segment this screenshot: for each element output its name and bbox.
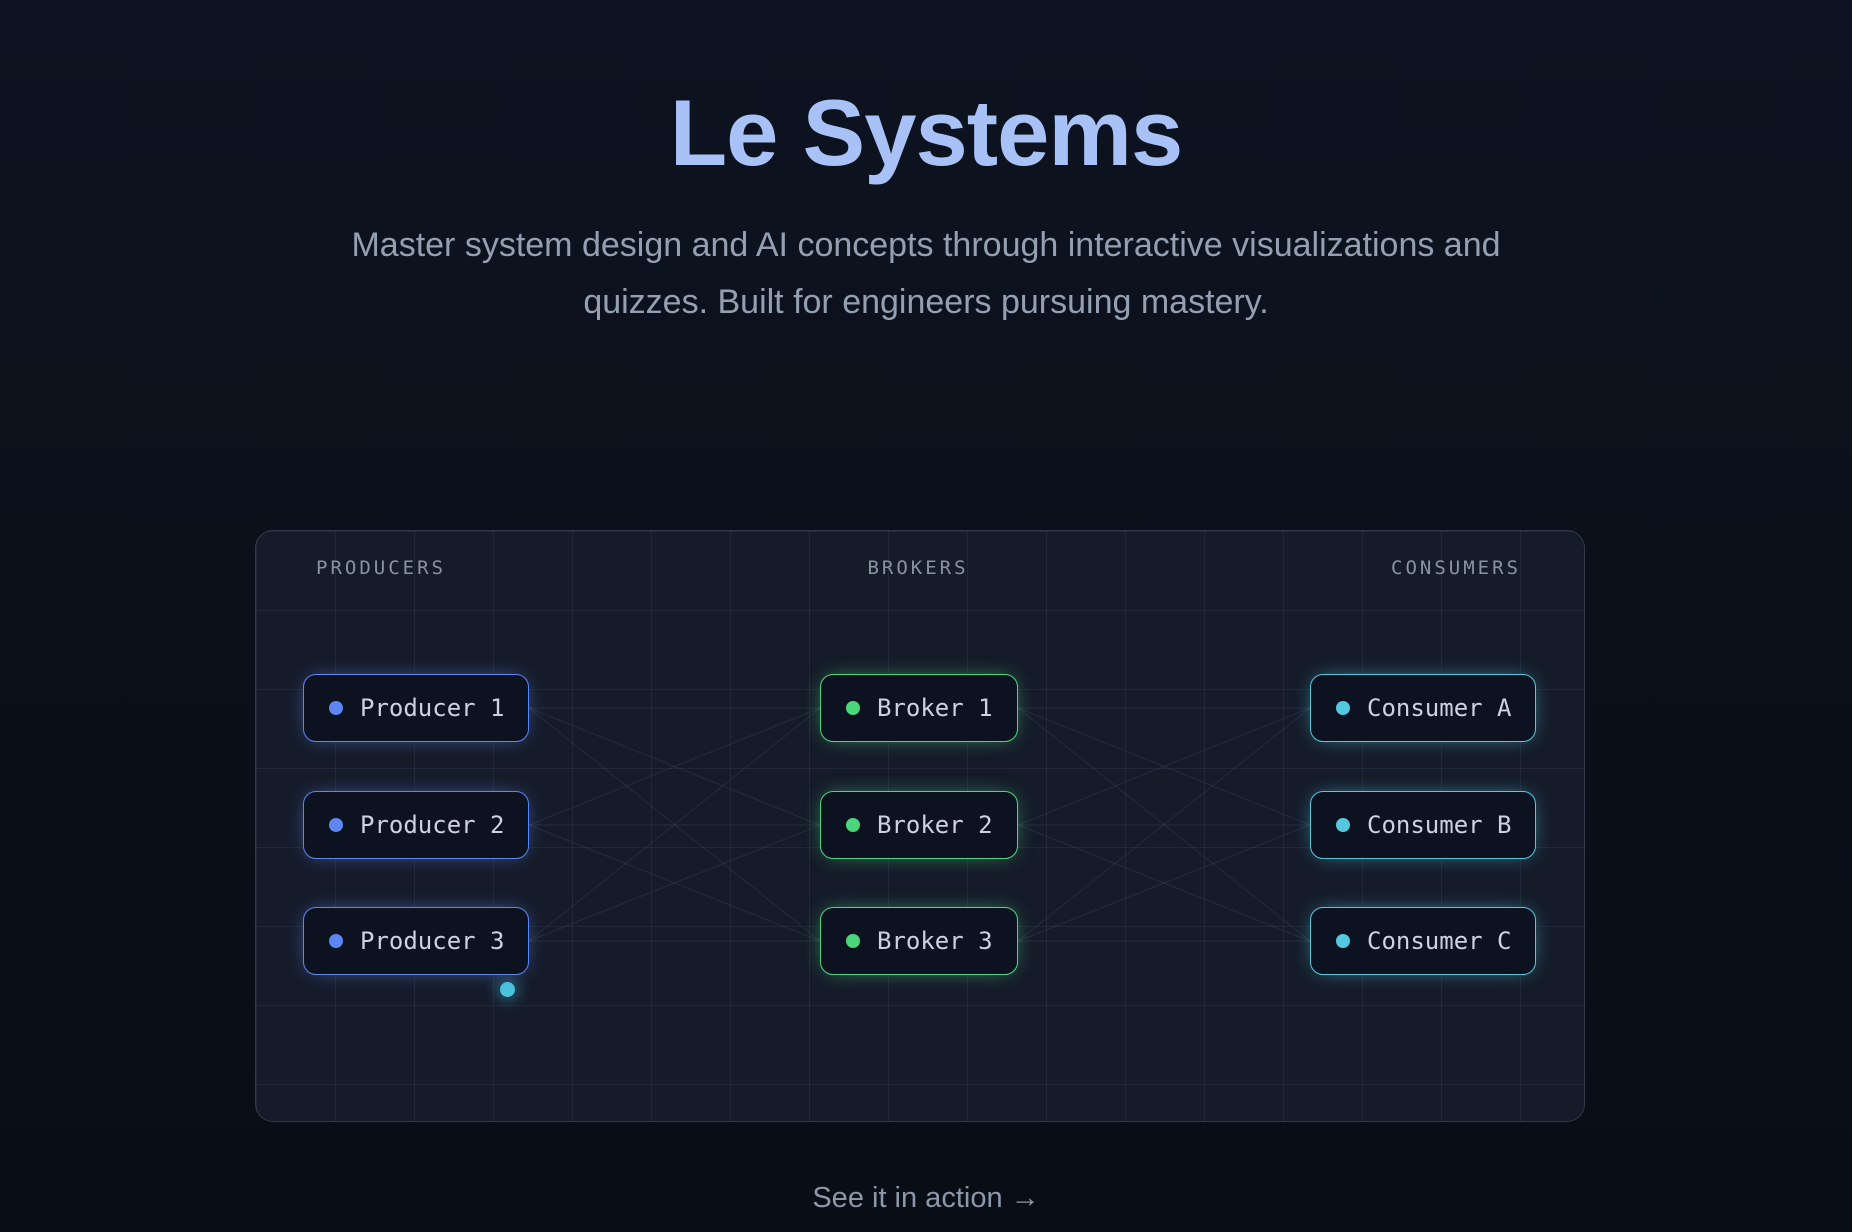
column-header-producers: PRODUCERS [316,557,446,579]
node-label: Broker 1 [877,694,993,722]
hero-section: Le Systems Master system design and AI c… [0,80,1852,331]
node-broker-2[interactable]: Broker 2 [820,791,1018,859]
node-status-dot-icon [329,701,343,715]
node-consumer-b[interactable]: Consumer B [1310,791,1536,859]
node-status-dot-icon [846,818,860,832]
node-broker-1[interactable]: Broker 1 [820,674,1018,742]
node-label: Broker 2 [877,811,993,839]
packet-dot [500,982,515,997]
page-subtitle-line-2: quizzes. Built for engineers pursuing ma… [583,282,1269,321]
footer: See it in action → [0,1182,1852,1215]
connection-lines [528,707,1311,942]
node-status-dot-icon [329,818,343,832]
column-header-consumers: CONSUMERS [1391,557,1521,579]
see-it-in-action-link[interactable]: See it in action → [812,1182,1040,1214]
node-producer-2[interactable]: Producer 2 [303,791,529,859]
node-label: Consumer B [1367,811,1512,839]
node-label: Broker 3 [877,927,993,955]
node-broker-3[interactable]: Broker 3 [820,907,1018,975]
node-producer-1[interactable]: Producer 1 [303,674,529,742]
node-consumer-c[interactable]: Consumer C [1310,907,1536,975]
node-status-dot-icon [1336,701,1350,715]
node-label: Consumer C [1367,927,1512,955]
page-subtitle: Master system design and AI concepts thr… [226,217,1626,331]
page-subtitle-line-1: Master system design and AI concepts thr… [351,225,1501,264]
node-status-dot-icon [846,934,860,948]
node-consumer-a[interactable]: Consumer A [1310,674,1536,742]
node-status-dot-icon [1336,818,1350,832]
node-status-dot-icon [846,701,860,715]
node-producer-3[interactable]: Producer 3 [303,907,529,975]
visualization-panel: PRODUCERS BROKERS CONSUMERS Producer 1 Pr… [255,530,1585,1122]
node-label: Producer 1 [360,694,505,722]
node-status-dot-icon [329,934,343,948]
page-title: Le Systems [669,80,1184,185]
node-label: Producer 3 [360,927,505,955]
node-label: Consumer A [1367,694,1512,722]
node-status-dot-icon [1336,934,1350,948]
node-label: Producer 2 [360,811,505,839]
column-header-brokers: BROKERS [867,557,969,579]
